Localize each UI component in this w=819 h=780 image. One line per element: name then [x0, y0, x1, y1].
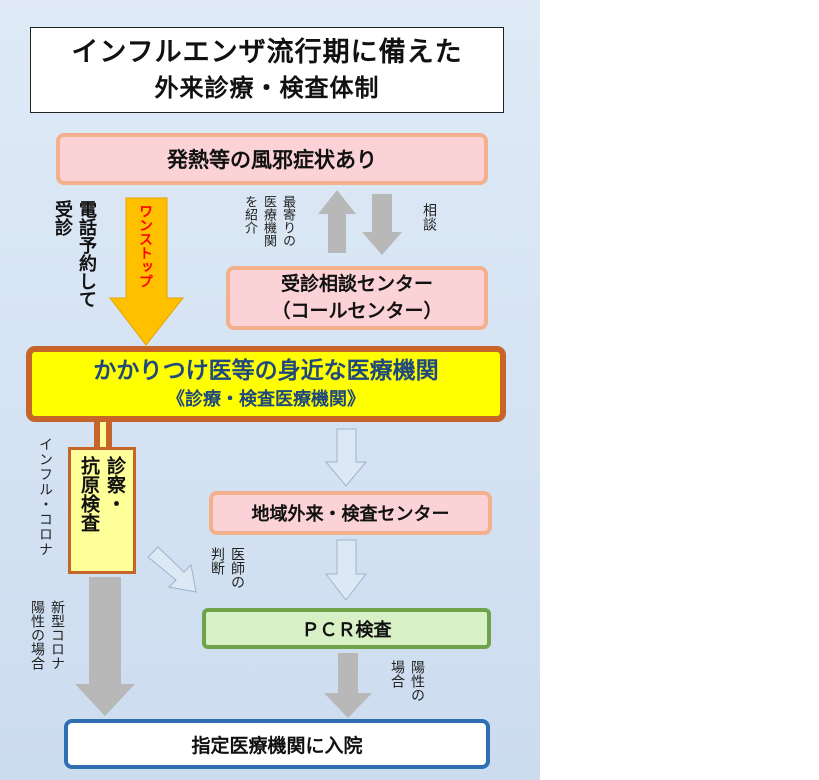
phone-label-col-2: 受診: [52, 200, 73, 236]
clinic-to-regional-arrow: [324, 428, 368, 487]
hospital-node: 指定医療機関に入院: [64, 719, 490, 769]
clinic-line-1: かかりつけ医等の身近な医療機関: [93, 358, 439, 384]
consult-center-line-2: （コールセンター）: [271, 300, 443, 322]
refer-up-arrow: [318, 190, 356, 253]
pcr-test-node: ＰＣＲ検査: [202, 608, 491, 649]
title-line-1: インフルエンザ流行期に備えた: [71, 37, 463, 68]
flu-corona-label: インフル・コロナ: [37, 437, 53, 557]
positive-to-hospital-arrow: [75, 577, 135, 716]
fever-symptoms-node: 発熱等の風邪症状あり: [56, 133, 488, 185]
positive-label-col-1: 新型コロナ: [49, 600, 65, 670]
doctor-label-col-2: 判断: [209, 547, 225, 575]
regional-center-node: 地域外来・検査センター: [209, 491, 492, 535]
exam-col-1: 診察・: [104, 456, 126, 513]
doctor-label-col-1: 医師の: [229, 547, 245, 589]
regional-to-pcr-arrow: [324, 539, 368, 601]
exam-col-2: 抗原検査: [78, 456, 100, 532]
refer-label-col-1: 最寄りの: [280, 195, 295, 247]
clinic-line-2: 《診療・検査医療機関》: [167, 389, 365, 410]
title-line-2: 外来診療・検査体制: [154, 74, 380, 102]
pcr-positive-label-col-2: 場合: [389, 660, 405, 688]
connector-line: [106, 422, 112, 449]
pcr-positive-label-col-1: 陽性の: [409, 660, 425, 702]
exam-antigen-test-node: 診察・ 抗原検査: [68, 447, 136, 574]
diagram-title: インフルエンザ流行期に備えた 外来診療・検査体制: [30, 27, 504, 113]
consult-label: 相談: [421, 203, 437, 231]
doctor-judgment-arrow: [147, 546, 197, 593]
consult-center-node: 受診相談センター （コールセンター）: [226, 266, 488, 330]
refer-label-col-3: を紹介: [242, 195, 257, 234]
pcr-to-hospital-arrow: [324, 653, 372, 718]
one-stop-label: ワンストップ: [137, 204, 153, 288]
connector-line: [94, 422, 100, 449]
clinic-node: かかりつけ医等の身近な医療機関 《診療・検査医療機関》: [26, 346, 506, 422]
refer-label-col-2: 医療機関: [261, 195, 276, 247]
consult-center-line-1: 受診相談センター: [280, 273, 433, 295]
positive-label-col-2: 陽性の場合: [29, 600, 45, 670]
consult-down-arrow: [362, 194, 402, 255]
one-stop-arrow: [108, 197, 185, 346]
phone-label-col-1: 電話予約して: [76, 200, 97, 308]
